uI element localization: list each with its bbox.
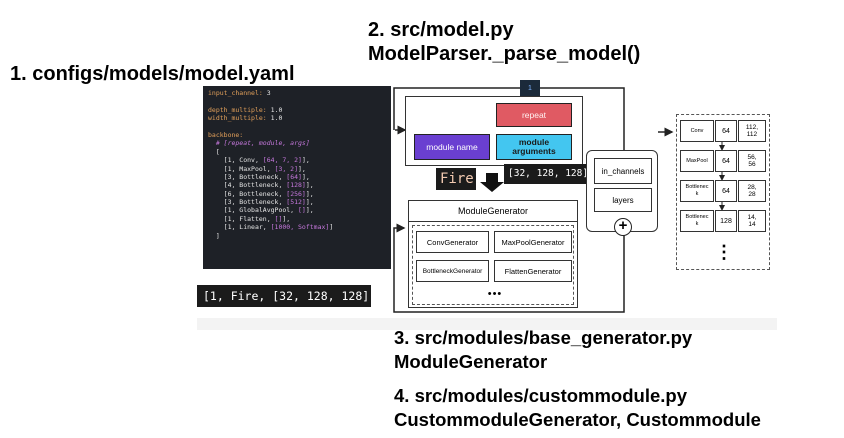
yaml-backbone-row: [4, Bottleneck, [128]], [208, 181, 386, 189]
yaml-row-tail: ], [301, 172, 310, 181]
yaml-row-tail: ], [305, 198, 314, 207]
yaml-code-panel: input_channel: 3 depth_multiple: 1.0 wid… [203, 86, 391, 269]
yaml-backbone-row: [1, MaxPool, [3, 2]], [208, 165, 386, 173]
yaml-backbone-row: [1, Linear, [1000, Softmax]] [208, 223, 386, 231]
layer-channel-cell: 64 [715, 150, 737, 172]
yaml-row-tail: ], [282, 214, 291, 223]
heading-custommodule: 4. src/modules/custommodule.py [394, 385, 687, 406]
yaml-row-args: [128] [286, 181, 306, 190]
yaml-row-tail: ], [301, 156, 310, 165]
heading-module-generator: ModuleGenerator [394, 351, 548, 372]
yaml-row-head: [1, Linear, [208, 223, 271, 232]
divider-band [197, 318, 777, 330]
yaml-row-head: [4, Bottleneck, [208, 181, 287, 190]
yaml-row-args: [64] [286, 172, 302, 181]
yaml-backbone-row: [1, Conv, [64, 7, 2]], [208, 156, 386, 164]
heading-model-yaml: 1. configs/models/model.yaml [10, 63, 295, 85]
more-layers: ⋮ [715, 242, 733, 262]
yaml-row-tail: ], [305, 181, 314, 190]
yaml-row-args: [1000, Softmax] [270, 223, 330, 232]
layer-table [676, 114, 770, 270]
layer-channel-cell: 64 [715, 120, 737, 142]
repeat-count-badge: 1 [520, 80, 540, 96]
yaml-row-head: [3, Bottleneck, [208, 198, 287, 207]
yaml-backbone-row: [3, Bottleneck, [64]], [208, 173, 386, 181]
yaml-key: depth_multiple: [208, 105, 267, 114]
yaml-row-args: [] [298, 206, 306, 215]
fire-module-name: Fire [436, 168, 476, 190]
yaml-row-args: [] [274, 214, 283, 223]
yaml-key: width_multiple: [208, 114, 267, 123]
module-name-field: module name [414, 134, 490, 160]
yaml-backbone-row: [1, Flatten, []], [208, 215, 386, 223]
yaml-row-head: [1, GlobalAvgPool, [208, 206, 299, 215]
layer-size-cell: 56, 56 [738, 150, 766, 172]
layer-size-cell: 112, 112 [738, 120, 766, 142]
yaml-row-tail: ], [305, 189, 314, 198]
in-channels-field: in_channels [594, 158, 652, 184]
module-arguments-field: module arguments [496, 134, 572, 160]
yaml-row-args: [256] [286, 189, 306, 198]
module-generator-title: ModuleGenerator [408, 200, 578, 222]
module-line-snippet: [1, Fire, [32, 128, 128]], [197, 285, 383, 307]
generator-list [412, 225, 574, 305]
yaml-row-head: [6, Bottleneck, [208, 189, 287, 198]
heading-parse-model: ModelParser._parse_model() [368, 43, 641, 65]
yaml-row-args: [512] [286, 198, 306, 207]
layer-size-cell: 14, 14 [738, 210, 766, 232]
more-generators: ••• [487, 288, 503, 300]
yaml-key: input_channel: [208, 89, 263, 97]
yaml-row-head: [3, Bottleneck, [208, 172, 287, 181]
yaml-row-head: [1, MaxPool, [208, 164, 275, 173]
yaml-backbone-row: [3, Bottleneck, [512]], [208, 198, 386, 206]
yaml-row-tail: ] [329, 223, 334, 232]
maxpool-generator: MaxPoolGenerator [494, 231, 572, 253]
fire-module-args: [32, 128, 128]], [504, 164, 600, 184]
heading-base-generator: 3. src/modules/base_generator.py [394, 327, 693, 348]
layer-channel-cell: 128 [715, 210, 737, 232]
yaml-row-head: [1, Conv, [208, 156, 263, 165]
layer-size-cell: 28, 28 [738, 180, 766, 202]
yaml-backbone-list: [1, Conv, [64, 7, 2]], [1, MaxPool, [3, … [208, 156, 386, 232]
repeat-field: repeat [496, 103, 572, 127]
conv-generator: ConvGenerator [416, 231, 489, 253]
layer-channel-cell: 64 [715, 180, 737, 202]
yaml-key: backbone: [208, 130, 244, 139]
heading-model-py: 2. src/model.py [368, 19, 514, 41]
yaml-backbone-row: [1, GlobalAvgPool, []], [208, 206, 386, 214]
yaml-row-args: [3, 2] [274, 164, 299, 173]
yaml-row-tail: ], [298, 164, 306, 173]
layer-name-cell: MaxPool [680, 150, 714, 172]
add-layer-icon: + [614, 218, 632, 236]
layer-name-cell: Bottlenec k [680, 210, 714, 232]
yaml-comment: # [repeat, module, args] [208, 139, 310, 148]
yaml-backbone-row: [6, Bottleneck, [256]], [208, 190, 386, 198]
yaml-row-head: [1, Flatten, [208, 214, 275, 223]
layers-field: layers [594, 188, 652, 212]
module-generator-box [408, 200, 578, 308]
flatten-generator: FlattenGenerator [494, 260, 572, 282]
heading-custommodule-classes: CustommoduleGenerator, Custommodule [394, 409, 761, 430]
yaml-row-tail: ], [305, 206, 314, 215]
layer-name-cell: Bottlenec k [680, 180, 714, 202]
layer-name-cell: Conv [680, 120, 714, 142]
yaml-row-args: [64, 7, 2] [262, 156, 302, 165]
bottleneck-generator: BottleneckGenerator [416, 260, 489, 282]
